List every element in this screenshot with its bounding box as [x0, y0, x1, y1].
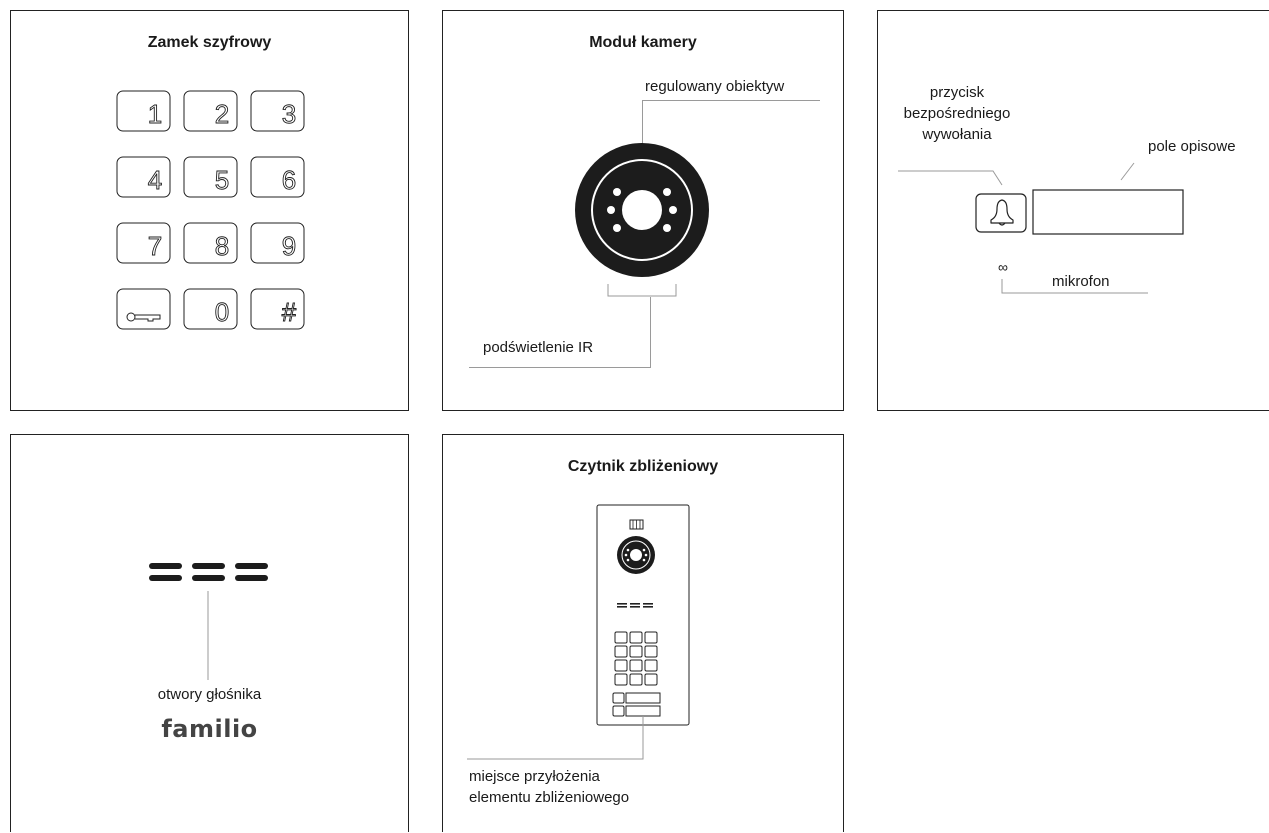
speaker-slot	[149, 575, 182, 581]
key-button-1: 1	[116, 90, 171, 132]
rfid-read-area	[625, 705, 661, 717]
reader-title: Czytnik zbliżeniowy	[567, 458, 719, 475]
mini-key	[629, 631, 643, 644]
ir-led	[613, 224, 621, 232]
key-button-9: 9	[250, 222, 305, 264]
mic-glyph: ∞	[998, 259, 1008, 275]
key-digit: 3	[282, 99, 296, 129]
familio-logo: familio	[161, 715, 258, 743]
field-label: pole opisowe	[1148, 138, 1236, 155]
mic-label: mikrofon	[1052, 273, 1110, 290]
key-digit: 8	[215, 231, 229, 261]
ir-bracket	[607, 284, 677, 297]
camera-lens	[622, 190, 662, 230]
mini-key	[629, 645, 643, 658]
key-digit: 4	[148, 165, 162, 195]
keypad-title: Zamek szyfrowy	[147, 34, 272, 51]
ir-led	[613, 188, 621, 196]
key-button-7: 7	[116, 222, 171, 264]
ir-led	[607, 206, 615, 214]
key-button-2: 2	[183, 90, 238, 132]
keypad-grid: 1 2 3 4 5 6 7 8 9 0 #	[116, 90, 305, 330]
keypad-panel: Zamek szyfrowy 1 2 3 4 5 6 7 8 9 0 #	[10, 10, 409, 411]
key-button-0: 0	[183, 288, 238, 330]
ir-led	[663, 188, 671, 196]
mini-key	[614, 673, 628, 686]
speaker-panel: otwory głośnika familio	[10, 434, 409, 832]
mini-key	[644, 659, 658, 672]
key-button-hash: #	[250, 288, 305, 330]
key-digit: 6	[282, 165, 296, 195]
reader-label-1: miejsce przyłożenia	[469, 768, 600, 785]
key-digit: 7	[148, 231, 162, 261]
ir-led	[669, 206, 677, 214]
mini-key	[629, 673, 643, 686]
key-button-key	[116, 288, 171, 330]
camera-panel: Moduł kamery regulowany obiektyw podświe…	[442, 10, 844, 411]
key-digit: 9	[282, 231, 296, 261]
lens-leader-h	[642, 100, 820, 101]
callbutton-label-1: przycisk	[929, 84, 985, 101]
lens-label: regulowany obiektyw	[645, 78, 785, 95]
key-button-5: 5	[183, 156, 238, 198]
camera-module	[575, 143, 709, 297]
key-button-4: 4	[116, 156, 171, 198]
mini-key	[644, 631, 658, 644]
description-field	[1032, 189, 1184, 235]
lens-leader-v	[642, 100, 643, 146]
key-digit: #	[282, 297, 297, 327]
key-digit: 1	[148, 99, 162, 129]
intercom-front-panel	[467, 504, 690, 760]
key-icon	[126, 312, 161, 322]
ir-led	[663, 224, 671, 232]
reader-panel: Czytnik zbliżeniowy miejsce przyłożenia …	[442, 434, 844, 832]
callbutton-panel: przycisk bezpośredniego wywołania pole o…	[877, 10, 1269, 411]
key-digit: 5	[215, 165, 229, 195]
key-button-3: 3	[250, 90, 305, 132]
speaker-grille	[149, 563, 268, 680]
speaker-slot	[192, 563, 225, 569]
callbutton-label-2: bezpośredniego	[903, 105, 1011, 122]
key-button-6: 6	[250, 156, 305, 198]
speaker-label: otwory głośnika	[157, 686, 262, 703]
key-digit: 0	[215, 297, 229, 327]
speaker-slot	[149, 563, 182, 569]
bell-icon	[990, 199, 1014, 226]
speaker-slot	[235, 563, 268, 569]
mini-key	[629, 659, 643, 672]
speaker-slot	[235, 575, 268, 581]
key-button-8: 8	[183, 222, 238, 264]
ir-leader-h	[469, 367, 651, 368]
key-digit: 2	[215, 99, 229, 129]
ir-leader-v	[650, 297, 651, 367]
mini-key	[614, 631, 628, 644]
ir-label: podświetlenie IR	[483, 339, 594, 356]
camera-title: Moduł kamery	[589, 34, 697, 51]
callbutton-diagram	[898, 162, 1184, 294]
mini-key	[614, 645, 628, 658]
speaker-slot	[192, 575, 225, 581]
mini-key	[644, 645, 658, 658]
mini-key	[614, 659, 628, 672]
mini-key	[644, 673, 658, 686]
reader-label-2: elementu zbliżeniowego	[469, 789, 630, 806]
callbutton-label-3: wywołania	[922, 126, 992, 143]
